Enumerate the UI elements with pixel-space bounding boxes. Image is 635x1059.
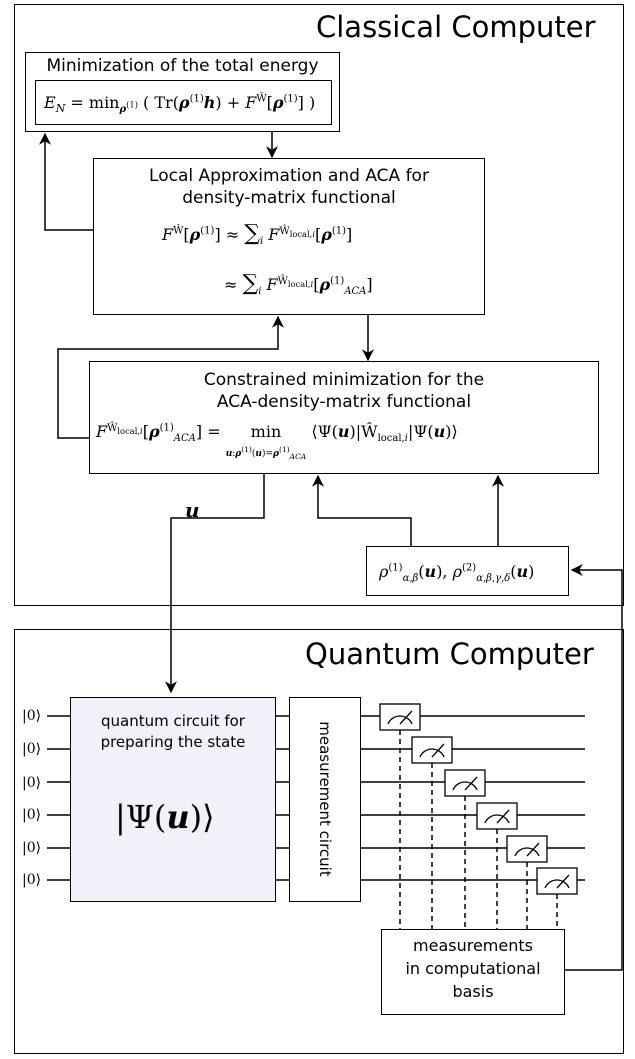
meter-icon bbox=[444, 769, 486, 797]
constrained-minimization-title-1: Constrained minimization for the bbox=[203, 370, 485, 390]
reduced-density-matrices-formula: ρ(1)α,β(u), ρ(2)α,β,γ,δ(u) bbox=[379, 562, 535, 585]
energy-minimization-box: Minimization of the total energy EN = mi… bbox=[25, 52, 340, 132]
qubit-init-5: |0⟩ bbox=[22, 840, 42, 856]
arrow-u-to-quantum bbox=[165, 474, 265, 694]
qubit-init-2: |0⟩ bbox=[22, 741, 42, 757]
constrained-minimization-box: Constrained minimization for the ACA-den… bbox=[89, 361, 599, 474]
measurements-label-2: in computational bbox=[405, 959, 541, 978]
local-approximation-title-1: Local Approximation and ACA for bbox=[149, 166, 429, 186]
meter-icon bbox=[536, 867, 578, 895]
energy-minimization-title: Minimization of the total energy bbox=[46, 56, 319, 76]
arrow-rdm-to-constrained-left bbox=[312, 474, 412, 546]
constrained-minimization-title-2: ACA-density-matrix functional bbox=[216, 392, 472, 412]
u-parameter-label: u bbox=[185, 498, 200, 522]
reduced-density-matrices-box: ρ(1)α,β(u), ρ(2)α,β,γ,δ(u) bbox=[366, 546, 569, 596]
meter-icon bbox=[476, 802, 518, 830]
arrow-constrained-to-local bbox=[57, 315, 284, 439]
qubit-init-1: |0⟩ bbox=[22, 708, 42, 724]
qubit-init-3: |0⟩ bbox=[22, 775, 42, 791]
energy-formula-box: EN = minρ(1) ( Tr(ρ(1)h) + FŴ[ρ(1)] ) bbox=[35, 80, 332, 125]
quantum-computer-title: Quantum Computer bbox=[305, 637, 594, 671]
quantum-computer-panel bbox=[14, 629, 624, 1054]
state-ket: |Ψ(u)⟩ bbox=[115, 798, 215, 836]
local-approximation-title-2: density-matrix functional bbox=[182, 188, 396, 208]
classical-computer-title: Classical Computer bbox=[316, 10, 596, 44]
state-preparation-label-2: preparing the state bbox=[100, 733, 246, 751]
meter-icon bbox=[411, 736, 453, 764]
local-approximation-formula-2: ≈ ∑i FŴlocal,i[ρ(1)ACA] bbox=[224, 271, 373, 298]
qubit-wires bbox=[47, 715, 585, 881]
measurements-box: measurements in computational basis bbox=[381, 929, 565, 1015]
qubit-init-4: |0⟩ bbox=[22, 807, 42, 823]
classical-computer-panel bbox=[14, 4, 624, 606]
local-approximation-formula-1: FŴ[ρ(1)] ≈ ∑i FŴlocal,i[ρ(1)] bbox=[162, 221, 353, 248]
energy-formula: EN = minρ(1) ( Tr(ρ(1)h) + FŴ[ρ(1)] ) bbox=[44, 93, 316, 116]
classical-wires bbox=[399, 730, 558, 929]
measurements-label-1: measurements bbox=[413, 936, 533, 955]
local-approximation-box: Local Approximation and ACA for density-… bbox=[93, 158, 485, 315]
measurements-label-3: basis bbox=[452, 982, 494, 1001]
arrow-measurements-to-rdm bbox=[565, 564, 623, 971]
state-preparation-circuit-box: quantum circuit for preparing the state … bbox=[70, 697, 276, 902]
measurement-circuit-box: measurement circuit bbox=[289, 697, 361, 902]
meter-icon bbox=[506, 835, 548, 863]
qubit-init-6: |0⟩ bbox=[22, 872, 42, 888]
state-preparation-label-1: quantum circuit for bbox=[101, 712, 245, 730]
meter-icon bbox=[379, 703, 421, 731]
arrow-local-to-energy bbox=[39, 132, 93, 231]
